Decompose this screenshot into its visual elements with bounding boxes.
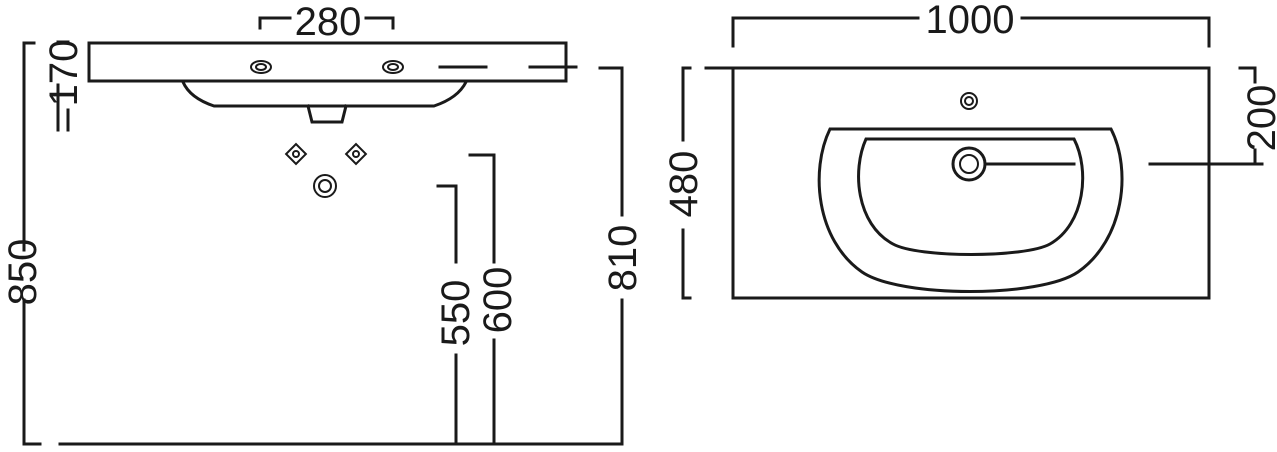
dim-280-bracket: [258, 16, 395, 30]
waste-outlet: [313, 174, 337, 198]
top-counter: [731, 66, 1211, 300]
dim-200-label: 200: [1240, 85, 1277, 152]
fixing-bolt-left: [284, 142, 308, 166]
dim-600-line: [468, 153, 496, 446]
dim-550-line: [436, 184, 458, 446]
dim-1000-label: 1000: [926, 0, 1015, 42]
side-view: 280 170 850 550 600 810: [1, 0, 645, 446]
dim-200-line: [1238, 66, 1257, 166]
side-tap-hole-left: [250, 60, 272, 74]
side-bowl: [181, 79, 469, 108]
dim-810-label: 810: [601, 225, 645, 292]
fixing-bolt-right: [344, 142, 368, 166]
dim-550-label: 550: [434, 280, 478, 347]
dim-810-line: [598, 66, 624, 446]
dim-1000-bracket: [731, 16, 1211, 48]
side-tap-hole-right: [382, 60, 404, 74]
dim-480-line: [681, 66, 692, 300]
dim-850-label: 850: [1, 239, 45, 306]
side-drain-nub: [306, 104, 348, 124]
top-view: 1000 480 200: [662, 0, 1277, 300]
dim-280-label: 280: [295, 0, 362, 44]
top-basin-inner: [857, 137, 1085, 256]
top-basin-outer: [817, 127, 1124, 293]
dim-170-bracket: [56, 40, 70, 132]
top-drain: [951, 146, 987, 182]
dim-480-label: 480: [662, 151, 706, 218]
dim-850-line: [22, 41, 42, 446]
dim-170-label: 170: [42, 40, 86, 107]
dim-600-label: 600: [476, 267, 520, 334]
top-tap-hole: [960, 92, 978, 110]
side-slab: [87, 41, 568, 83]
